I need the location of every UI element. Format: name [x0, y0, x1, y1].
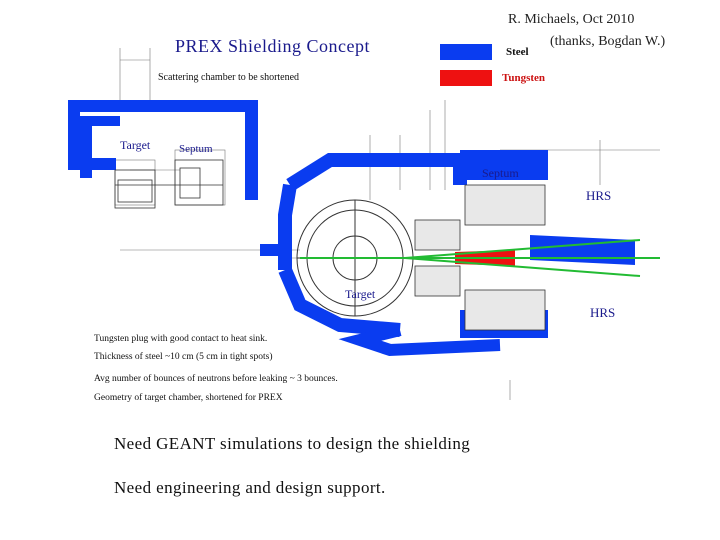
legend-tungsten-label: Tungsten: [502, 72, 546, 84]
label-scattering-chamber: Scattering chamber to be shortened: [158, 72, 300, 83]
beam-lines: [300, 239, 660, 277]
label-target-lower: Target: [345, 287, 376, 301]
note-steel-thickness: Thickness of steel ~10 cm (5 cm in tight…: [94, 352, 273, 362]
note-neutron-bounces: Avg number of bounces of neutrons before…: [94, 374, 338, 384]
bottom-text-engineering: Need engineering and design support.: [114, 478, 386, 497]
legend-tungsten-swatch: [440, 70, 492, 86]
label-target-upper: Target: [120, 138, 151, 152]
legend-steel-label: Steel: [506, 46, 529, 58]
steel-chamber-shield: [68, 100, 258, 200]
bottom-text-geant: Need GEANT simulations to design the shi…: [114, 434, 471, 453]
septum-magnets: [414, 184, 546, 331]
label-hrs-lower: HRS: [590, 305, 616, 320]
label-septum-upper: Septum: [179, 143, 213, 155]
note-target-chamber: Geometry of target chamber, shortened fo…: [94, 393, 283, 403]
target-septum-assembly: [114, 159, 224, 209]
shielding-diagram: [68, 48, 660, 400]
note-tungsten-plug: Tungsten plug with good contact to heat …: [94, 334, 268, 344]
label-hrs-upper: HRS: [586, 188, 612, 203]
label-septum-right: Septum: [482, 166, 519, 180]
legend-steel-swatch: [440, 44, 492, 60]
author-date: R. Michaels, Oct 2010: [508, 12, 635, 27]
steel-main-shield: [260, 153, 501, 357]
acknowledgement: (thanks, Bogdan W.): [550, 34, 666, 49]
slide-title: PREX Shielding Concept: [175, 36, 370, 56]
